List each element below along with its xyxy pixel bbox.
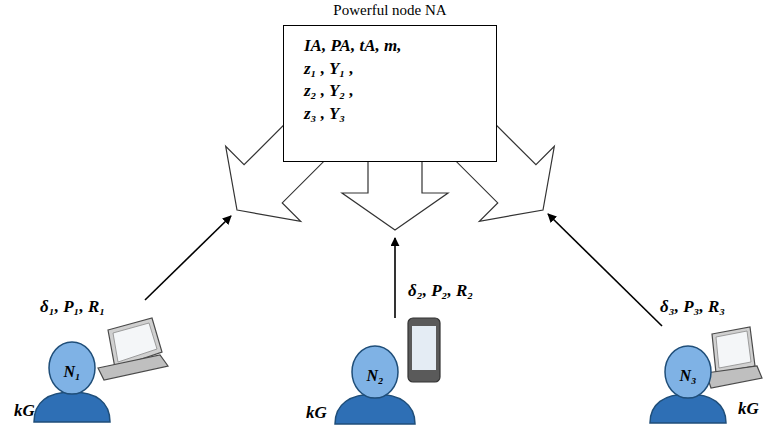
phone-screen [412,326,436,370]
node-text: z₃ , Y₃ [304,103,345,126]
user-figure [30,300,170,422]
user-figure [330,318,445,424]
message-arrow [145,216,231,300]
user-body [34,392,110,422]
node-label: N₂ [366,367,383,385]
user-head [665,346,711,398]
user-head [49,342,95,394]
laptop-icon [706,327,762,388]
node-text: IA, PA, tA, m, [304,35,401,58]
laptop-icon [98,318,168,380]
key-label: kG [14,400,35,421]
laptop-display [113,323,157,362]
edge-label: δ₁, P₁, R₁ [40,296,105,317]
laptop-display [716,331,751,368]
laptop-screen [712,327,755,373]
message-arrow [548,214,662,326]
process-box: Powerful node NAIA, PA, tA, m,z₁ , Y₁ ,z… [283,25,497,162]
node-label: N₁ [63,363,80,381]
node-text: z₂ , Y₂ , [304,80,354,103]
message-arrow [394,238,396,318]
edge-label: δ₃, P₃, R₃ [660,296,725,317]
phone-icon [408,318,440,382]
user-node: N₂ [330,318,445,424]
node-title: Powerful node NA [333,2,446,19]
edge-label: δ₂, P₂, R₂ [408,280,473,301]
laptop-base [706,366,762,388]
user-head [352,346,398,398]
key-label: kG [738,398,759,419]
node-text: z₁ , Y₁ , [304,58,354,81]
phone-body [408,318,440,382]
key-label: kG [306,402,327,423]
user-node: N₁ [30,300,170,422]
laptop-base [98,355,168,380]
node-label: N₃ [679,367,696,385]
